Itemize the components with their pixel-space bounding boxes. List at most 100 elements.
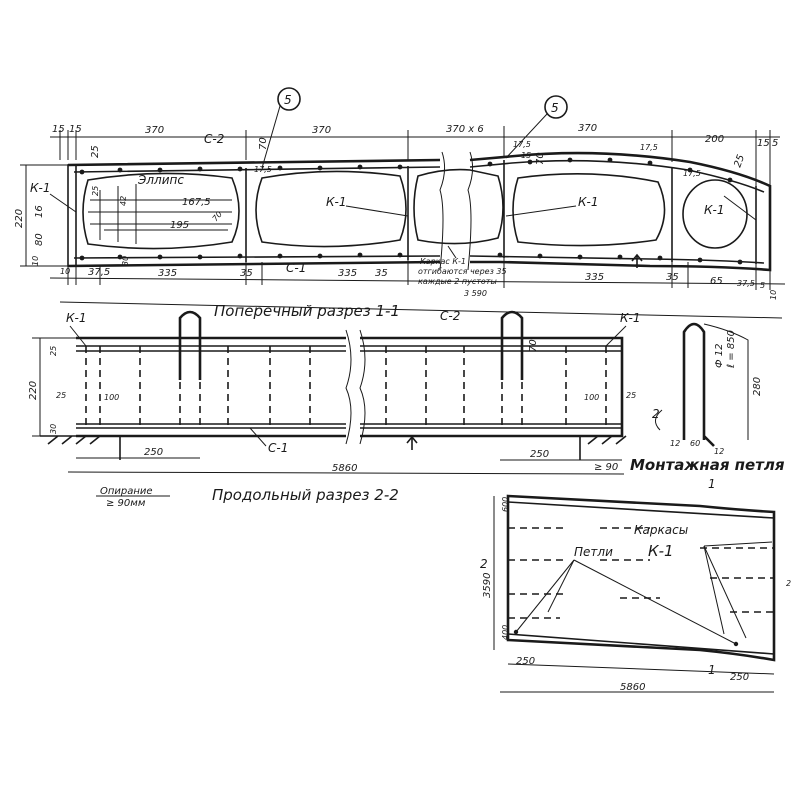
label-ellipse: Эллипс bbox=[137, 173, 184, 187]
dim-top-5: 5 bbox=[772, 138, 778, 149]
dim-plan-5860: 5860 bbox=[620, 682, 645, 693]
dim-bottom-10b: 10 bbox=[769, 290, 778, 300]
loop-bottom-12a: 12 bbox=[670, 439, 680, 448]
void-ellipse-1 bbox=[82, 172, 240, 250]
support-right bbox=[579, 435, 627, 460]
note-line-1: Каркас К-1 bbox=[420, 257, 466, 266]
bottom-dimension-ticks bbox=[67, 258, 771, 290]
dim-inner-42: 42 bbox=[119, 196, 128, 206]
long-length-line bbox=[67, 471, 625, 475]
note-line-2: отгибаются через 35 bbox=[418, 267, 507, 276]
leader-frame-1 bbox=[703, 545, 725, 635]
ellipse-construction bbox=[88, 184, 232, 244]
dim-long-250-left: 250 bbox=[144, 447, 163, 458]
label-plan-k1: К-1 bbox=[648, 542, 674, 560]
dim-left-80: 80 bbox=[34, 233, 45, 246]
dim-bottom-335a: 335 bbox=[158, 268, 177, 279]
long-rebars bbox=[76, 345, 622, 429]
plan-view: Петли Каркасы К-1 3590 600 400 2 250 250… bbox=[480, 477, 791, 693]
dim-long-100-right: 100 bbox=[584, 393, 599, 402]
label-long-k1-right: К-1 bbox=[620, 311, 640, 325]
dim-bottom-335c: 335 bbox=[585, 272, 604, 283]
long-outline bbox=[76, 336, 624, 438]
plan-right-mark: 2 bbox=[786, 579, 791, 588]
dim-plan-400: 400 bbox=[501, 625, 510, 640]
dim-long-25-right: 25 bbox=[626, 391, 636, 400]
plan-section-mark: 2 bbox=[480, 557, 488, 571]
dim-bottom-5: 5 bbox=[760, 281, 765, 290]
top-dimension-ticks bbox=[59, 126, 771, 186]
long-break bbox=[345, 329, 366, 445]
label-long-k1-left: К-1 bbox=[66, 311, 86, 325]
label-loops: Петли bbox=[574, 545, 613, 559]
dim-bottom-65: 65 bbox=[710, 276, 723, 287]
label-long-c1: С-1 bbox=[268, 441, 288, 455]
dim-long-70: 70 bbox=[528, 339, 539, 352]
dim-small-25b: 25 bbox=[732, 153, 747, 169]
label-long-c2: С-2 bbox=[440, 309, 460, 323]
void-ellipse-3 bbox=[413, 168, 504, 245]
lifting-loop-detail: Ф 12 ℓ = 850 280 12 60 12 2 bbox=[652, 322, 763, 456]
support-note-1: Опирание bbox=[100, 486, 153, 497]
callout-5-left-text: 5 bbox=[284, 93, 292, 107]
loop-marker: 2 bbox=[652, 407, 660, 421]
loop-shape bbox=[682, 322, 715, 447]
section-arrow-cross bbox=[631, 253, 643, 268]
dim-plan-250-right: 250 bbox=[730, 672, 749, 683]
void-ellipse-2 bbox=[255, 170, 407, 248]
dim-bottom-335b: 335 bbox=[338, 268, 357, 279]
dim-small-175c: 17,5 bbox=[640, 143, 658, 152]
void-ellipse-4 bbox=[512, 173, 666, 247]
title-lifting-loop: Монтажная петля bbox=[630, 456, 785, 474]
loop-length: ℓ = 850 bbox=[726, 330, 737, 368]
dim-bottom-10a: 10 bbox=[60, 267, 70, 276]
break-line-1 bbox=[439, 151, 446, 271]
dim-top-15a: 15 bbox=[52, 124, 65, 135]
dim-long-250-right: 250 bbox=[530, 449, 549, 460]
break-line-2 bbox=[467, 151, 474, 271]
leader-loop-2 bbox=[547, 559, 575, 613]
dim-left-220: 220 bbox=[14, 209, 25, 228]
dim-top-15b: 15 bbox=[69, 124, 82, 135]
support-left bbox=[40, 435, 121, 460]
loop-bottom-12b: 12 bbox=[714, 447, 724, 456]
title-cross-section: Поперечный разрез 1-1 bbox=[214, 302, 400, 320]
leader-loop-3 bbox=[573, 559, 737, 645]
label-k1-void-5: К-1 bbox=[704, 203, 724, 217]
dim-top-200: 200 bbox=[705, 134, 724, 145]
loop-leader bbox=[703, 323, 749, 440]
dim-inner-1675: 167,5 bbox=[182, 197, 211, 208]
cross-section-inner-top bbox=[73, 159, 765, 193]
plan-dashes bbox=[508, 527, 774, 619]
plan-mark-1: 1 bbox=[708, 663, 716, 677]
cross-section-left-end bbox=[67, 164, 77, 267]
dim-long-30: 30 bbox=[49, 424, 58, 434]
loop-diameter: Ф 12 bbox=[714, 343, 725, 368]
longitudinal-section-2-2: 220 25 25 30 100 100 25 70 250 250 ≥ 90 … bbox=[28, 309, 640, 509]
dim-small-25a: 25 bbox=[90, 145, 101, 158]
support-note-2: ≥ 90мм bbox=[106, 498, 146, 509]
label-k1-cross: К-1 bbox=[30, 181, 50, 195]
dim-plan-600: 600 bbox=[501, 497, 510, 512]
dim-long-220: 220 bbox=[28, 381, 39, 400]
dim-small-175d: 17,5 bbox=[683, 169, 701, 178]
dim-long-90: ≥ 90 bbox=[594, 462, 618, 473]
dim-top-370a: 370 bbox=[145, 125, 164, 136]
dim-inner-30: 30 bbox=[121, 256, 130, 266]
plan-inner-bottom bbox=[507, 633, 775, 655]
cross-section-1-1: 15 15 370 370 370 х 6 370 200 15 5 5 5 7… bbox=[14, 87, 786, 319]
dim-bottom-35c: 35 bbox=[666, 272, 679, 283]
dim-top-370x6: 370 х 6 bbox=[446, 124, 484, 135]
dim-small-70a: 70 bbox=[258, 137, 269, 150]
dim-plan-3590: 3590 bbox=[482, 573, 493, 598]
cross-section-inner-bottom bbox=[73, 255, 765, 264]
label-k1-void-2: К-1 bbox=[326, 195, 346, 209]
dim-small-15: 15 bbox=[521, 151, 531, 160]
label-frames: Каркасы bbox=[634, 523, 688, 537]
section-arrow-long bbox=[406, 435, 418, 450]
loop-bottom-60: 60 bbox=[690, 439, 700, 448]
overall-dimension-line bbox=[59, 301, 783, 319]
long-loop-left bbox=[178, 310, 202, 380]
